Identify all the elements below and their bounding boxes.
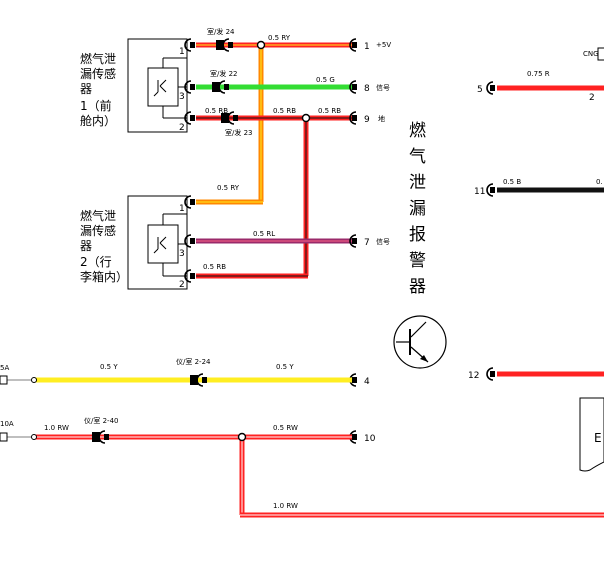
- pin-2-number: 2: [589, 93, 595, 103]
- sensor-2-pin-1: 1: [179, 204, 185, 214]
- terminal-9-number: 9: [364, 115, 370, 125]
- sensor-2-pin-3: 3: [179, 249, 185, 259]
- fuse-10a-terminal: [0, 432, 8, 442]
- sensor-2-label-line-1: 燃气泄: [80, 208, 116, 223]
- terminal-9-desc: 地: [378, 114, 385, 123]
- fuse-5a-label: 5A: [0, 364, 9, 372]
- splice-node: [301, 113, 311, 123]
- wire-label-b05-cut: 0.: [596, 178, 603, 186]
- fuse-10a-label: 10A: [0, 420, 14, 428]
- pin-11-number: 11: [474, 187, 485, 197]
- wire-rw: [7, 434, 604, 518]
- sensor-2-pin-2: 2: [179, 280, 185, 290]
- terminal-1-number: 1: [364, 42, 370, 52]
- alarm-title-char-4: 漏: [409, 199, 426, 219]
- cng-box-edge: [597, 47, 604, 61]
- connector-label-c23: 室/发 23: [225, 128, 253, 137]
- wire-label-rb-low: 0.5 RB: [203, 263, 226, 271]
- alarm-title-char-1: 燃: [409, 121, 426, 141]
- wire-label-rw-3: 1.0 RW: [273, 502, 298, 510]
- sensor-1-label-line-5: 舱内）: [80, 114, 116, 128]
- connector-label-y240: 仪/室 2-40: [84, 416, 118, 425]
- wire-label-y-1: 0.5 Y: [100, 363, 118, 371]
- alarm-title-char-5: 报: [409, 225, 426, 245]
- transistor-circle-icon: [393, 315, 447, 369]
- transistor-symbol-icon: [153, 79, 167, 97]
- ecu-box-letter: E: [594, 431, 602, 445]
- wire-label-g: 0.5 G: [316, 76, 335, 84]
- terminal-8-number: 8: [364, 84, 370, 94]
- sensor-2-label-line-5: 李箱内）: [80, 269, 128, 284]
- transistor-symbol-icon: [153, 236, 167, 254]
- connector-label-c22: 室/发 22: [210, 69, 238, 78]
- wire-label-b05: 0.5 B: [503, 178, 521, 186]
- ecu-box: [579, 397, 604, 472]
- sensor-1-label-line-2: 漏传感: [80, 66, 116, 81]
- alarm-title: 燃 气 泄 漏 报 警 器: [409, 121, 426, 297]
- sensor-1-pin-2: 2: [179, 123, 185, 133]
- wire-y: [7, 377, 352, 383]
- sensor-1-element: [147, 67, 179, 107]
- terminal-7-desc: 信号: [376, 237, 390, 246]
- wire-label-ry-top: 0.5 RY: [268, 34, 291, 42]
- terminal-4-number: 4: [364, 377, 370, 387]
- wire-label-r075: 0.75 R: [527, 70, 550, 78]
- splice-node: [237, 432, 247, 442]
- sensor-1-pin-3: 3: [179, 92, 185, 102]
- sensor-2: 1 3 2 燃气泄 漏传感 器 2（行 李箱内）: [80, 195, 188, 290]
- wire-label-rb-1: 0.5 RB: [205, 107, 228, 115]
- sensor-2-label-line-3: 器: [80, 239, 92, 253]
- sensor-2-element: [147, 224, 179, 264]
- terminal-10-number: 10: [364, 434, 376, 444]
- alarm-title-char-3: 泄: [409, 173, 426, 193]
- fuse-5a-terminal: [0, 375, 8, 385]
- wire-label-rw-1: 1.0 RW: [44, 424, 69, 432]
- cng-label: CNG: [583, 50, 599, 58]
- pin-12-number: 12: [468, 371, 479, 381]
- wire-label-rl: 0.5 RL: [253, 230, 275, 238]
- wire-label-rb-2: 0.5 RB: [273, 107, 296, 115]
- alarm-title-char-7: 器: [409, 277, 426, 297]
- splice-node: [256, 40, 266, 50]
- wire-label-rw-2: 0.5 RW: [273, 424, 298, 432]
- alarm-title-char-6: 警: [409, 251, 426, 271]
- wire-label-y-2: 0.5 Y: [276, 363, 294, 371]
- sensor-1: 1 3 2 燃气泄 漏传感 器 1（前 舱内）: [80, 38, 188, 133]
- connector-label-y224: 仪/室 2-24: [176, 357, 211, 366]
- connector-label-c24: 室/发 24: [207, 27, 235, 36]
- terminal-1-desc: +5V: [376, 41, 391, 49]
- sensor-1-label-line-4: 1（前: [80, 98, 112, 113]
- wire-ry-vertical: [196, 45, 264, 205]
- wire-label-ry-mid: 0.5 RY: [217, 184, 240, 192]
- wire-rb-top: [196, 115, 352, 279]
- sensor-1-label-line-3: 器: [80, 82, 92, 96]
- sensor-1-box: [127, 38, 188, 133]
- sensor-1-label-line-1: 燃气泄: [80, 51, 116, 66]
- terminal-8-desc: 信号: [376, 83, 390, 92]
- alarm-title-char-2: 气: [409, 147, 426, 167]
- terminal-7-number: 7: [364, 238, 370, 248]
- wire-label-rb-3: 0.5 RB: [318, 107, 341, 115]
- sensor-2-label-line-4: 2（行: [80, 255, 112, 269]
- sensor-1-pin-1: 1: [179, 47, 185, 57]
- sensor-2-box: [127, 195, 188, 290]
- sensor-2-label-line-2: 漏传感: [80, 223, 116, 238]
- pin-5-number: 5: [477, 85, 483, 95]
